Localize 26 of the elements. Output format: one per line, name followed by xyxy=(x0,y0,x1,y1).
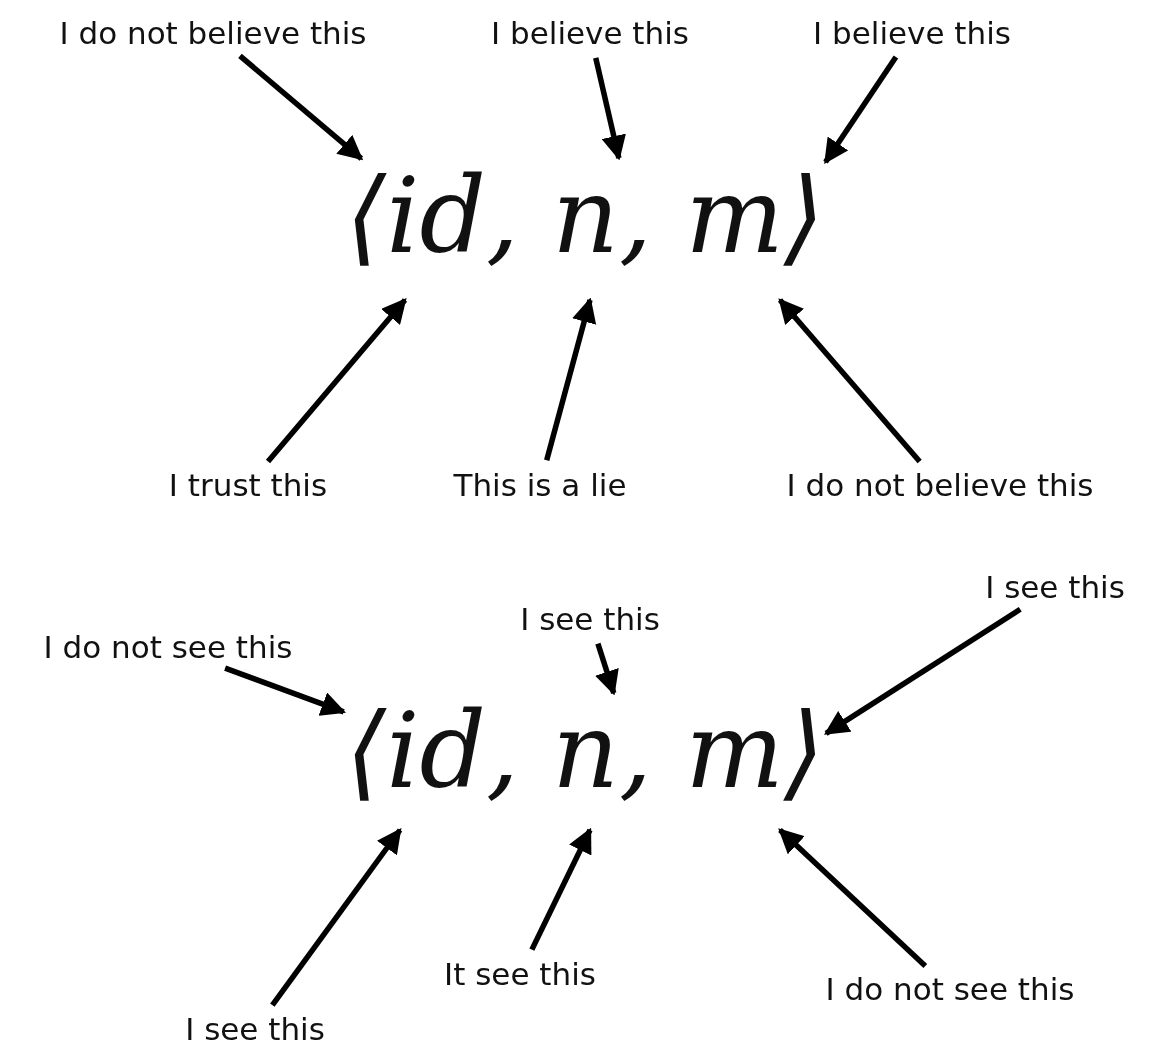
annotation-text: I do not believe this xyxy=(786,466,1094,504)
annotation-text: I see this xyxy=(520,600,660,638)
arrow xyxy=(595,642,619,696)
arrow xyxy=(270,828,403,1007)
annotation-text: I see this xyxy=(185,1010,325,1048)
annotation-text: I do not see this xyxy=(43,628,293,666)
arrow xyxy=(777,298,922,464)
arrow xyxy=(778,828,928,968)
arrow xyxy=(265,298,408,464)
arrow xyxy=(593,57,626,161)
annotation-text: I see this xyxy=(985,568,1125,606)
arrow xyxy=(529,827,593,951)
math-formula: ⟨id, n, m⟩ xyxy=(345,160,825,272)
arrow xyxy=(544,297,597,461)
annotation-text: I do not believe this xyxy=(59,14,367,52)
annotation-text: This is a lie xyxy=(453,466,627,504)
annotation-text: I believe this xyxy=(813,14,1011,52)
annotation-text: I trust this xyxy=(168,466,328,504)
arrow xyxy=(238,53,364,161)
arrow xyxy=(824,606,1022,736)
annotation-text: I do not see this xyxy=(825,970,1075,1008)
annotation-text: I believe this xyxy=(491,14,689,52)
arrow xyxy=(823,55,899,164)
arrow xyxy=(224,665,347,716)
math-formula: ⟨id, n, m⟩ xyxy=(345,695,825,807)
annotation-text: It see this xyxy=(444,955,596,993)
